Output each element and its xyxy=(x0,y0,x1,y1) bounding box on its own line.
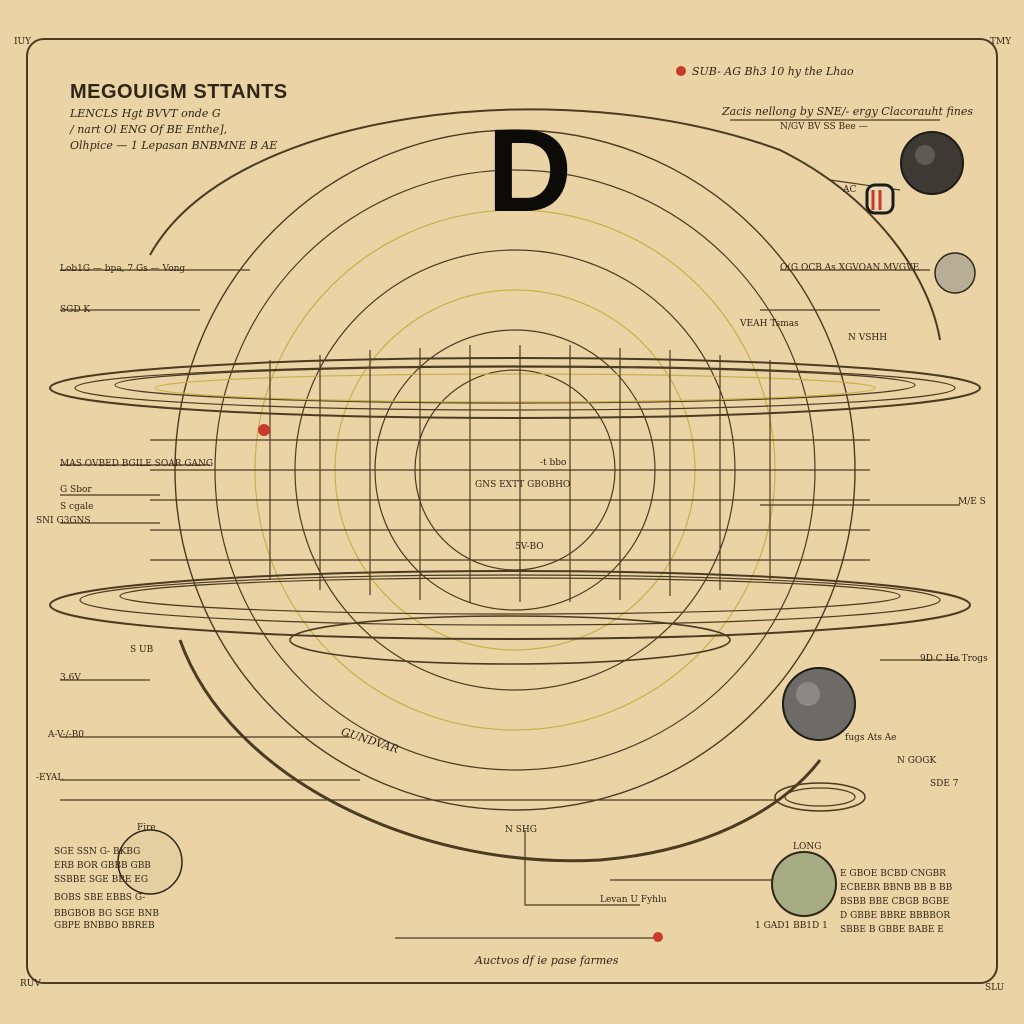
left-label-8: 3.6V xyxy=(60,673,81,683)
ring-disc-icon xyxy=(865,183,895,215)
right-label-8: SDE 7 xyxy=(930,779,959,789)
bottom-caption: Auctvos df ie pase farmes xyxy=(475,954,619,967)
diagram-title: MEGOUIGM STTANTS xyxy=(70,81,288,103)
header-line-2: / nart Ol ENG Of BE Enthe], xyxy=(70,123,228,136)
planet-small-icon xyxy=(934,252,976,294)
bottom-right-legend-5: SBBE B GBBE BABE E xyxy=(840,925,944,935)
big-letter-d: D xyxy=(487,105,573,237)
bottom-left-title: Fire xyxy=(137,823,156,833)
corner-mark-top-left: IUY xyxy=(14,37,32,47)
bottom-left-legend-2: ERB BOR GBBB GBB xyxy=(54,861,151,871)
planet-gray-icon xyxy=(782,667,856,741)
center-label-5: N SHG xyxy=(505,825,537,835)
left-label-10: -EYAL xyxy=(36,773,64,783)
bottom-left-legend-6: GBPE BNBBO BBREB xyxy=(54,921,155,931)
center-label-1: -t bbo xyxy=(540,458,567,468)
left-label-2: SGD K xyxy=(60,305,91,315)
bottom-left-legend-5: BBGBOB BG SGE BNB xyxy=(54,909,159,919)
left-label-1: Lob1G — bpa, 7 Gs — Vong xyxy=(60,264,186,274)
bottom-right-legend-2: ECBEBR BBNB BB B BB xyxy=(840,883,953,893)
right-label-7: N GOGK xyxy=(897,756,937,766)
left-label-9: A-V-/-B0 xyxy=(48,730,85,740)
center-label-2: GNS EXTT GBOBHO xyxy=(475,480,571,490)
top-right-caption: SUB- AG Bh3 10 hy the Lhao xyxy=(692,65,854,78)
top-right-line-3: N/GV BV SS Bee — xyxy=(780,122,868,132)
corner-mark-top-right: TMY xyxy=(990,37,1012,47)
corner-mark-bottom-left: RUV xyxy=(20,979,41,989)
planet-sketch-icon xyxy=(117,829,183,895)
bottom-right-legend-1: E GBOE BCBD CNGBR xyxy=(840,869,946,879)
border-frame xyxy=(26,38,998,984)
right-label-1: O(G OCB As XGVOAN MVGVE xyxy=(780,263,920,273)
bottom-right-legend-3: BSBB BBE CBGB BGBE xyxy=(840,897,950,907)
bottom-left-legend-4: BOBS SBE EBBS G- xyxy=(54,893,146,903)
bottom-right-legend-4: D GBBE BBRE BBBBOR xyxy=(840,911,951,921)
planet-green-icon xyxy=(771,851,837,917)
right-label-6: fugs Ats Ae xyxy=(845,733,897,743)
left-label-6: SNI G3GNS xyxy=(36,516,91,526)
red-dot-icon xyxy=(653,932,663,942)
top-right-line-2: Zacis nellong by SNE/- ergy Clacorauht f… xyxy=(722,105,974,118)
header-line-1: LENCLS Hgt BVVT onde G xyxy=(70,107,221,120)
bottom-left-legend-1: SGE SSN G- BKBG xyxy=(54,847,141,857)
red-dot-icon xyxy=(676,66,686,76)
red-dot-icon xyxy=(258,424,270,436)
planet-dark-icon xyxy=(900,131,964,195)
center-label-3: 5V-BO xyxy=(515,542,544,552)
corner-mark-bottom-right: SLU xyxy=(985,983,1005,993)
right-label-5: 9D C He Trogs xyxy=(920,654,988,664)
right-label-9: LONG xyxy=(793,842,822,852)
left-label-3: MAS OVBED BGILE SOAR GANG xyxy=(60,459,214,469)
bottom-right-code: 1 GAD1 BB1D 1 xyxy=(755,921,828,931)
bottom-center-label: Levan U Fyhlu xyxy=(600,895,667,905)
planet-label-ac: AC xyxy=(843,185,857,195)
left-label-4: G Sbor xyxy=(60,485,92,495)
right-label-2: VEAH Tsmas xyxy=(740,319,799,329)
header-line-3: Olhpice — 1 Lepasan BNBMNE B AE xyxy=(70,139,278,152)
right-label-3: N VSHH xyxy=(848,333,888,343)
left-label-5: S cgale xyxy=(60,502,94,512)
right-label-4: M/E S xyxy=(958,497,986,507)
bottom-left-legend-3: SSBBE SGE BBE EG xyxy=(54,875,149,885)
left-label-7: S UB xyxy=(130,645,154,655)
